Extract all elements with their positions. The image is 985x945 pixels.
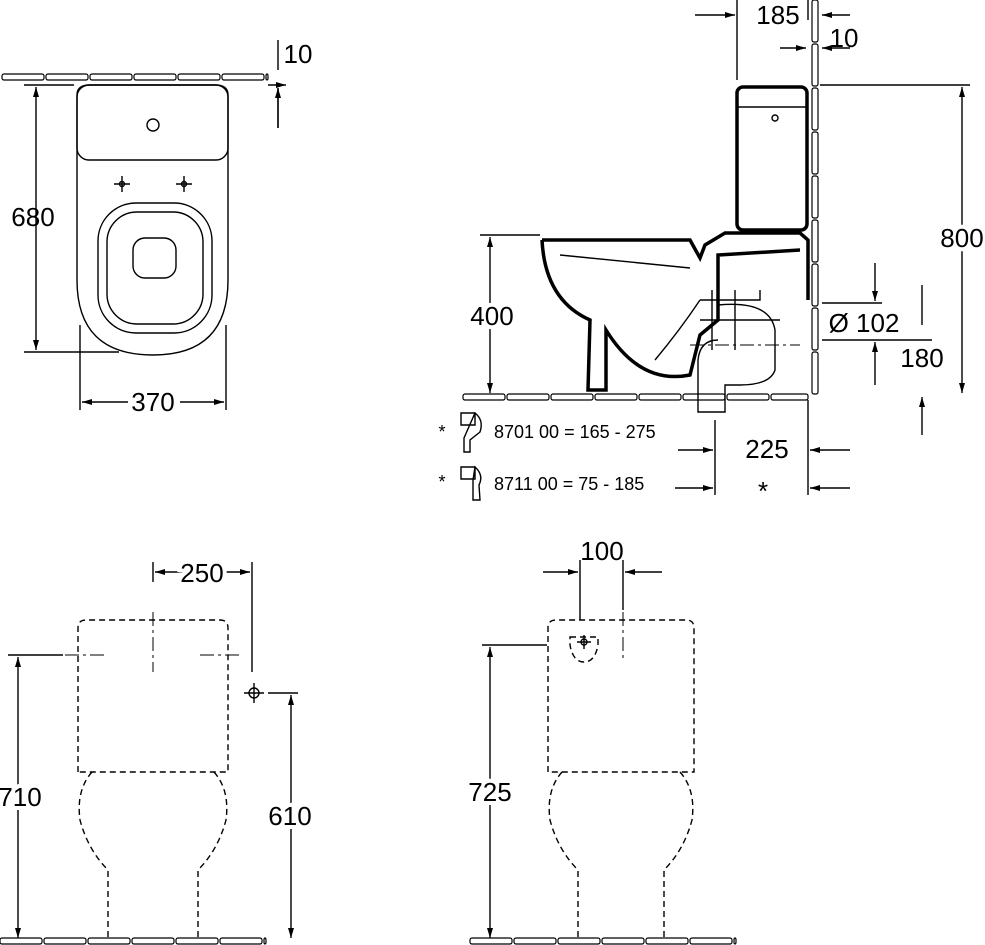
flush-button-icon [146,118,160,132]
dim-inlet-offset: 250 [180,558,223,588]
side-view: 185 10 800 400 Ø 102 180 225 * [462,0,985,506]
tile [557,937,601,945]
outlet-pipe [697,303,776,413]
dim-wall-gap: 10 [284,39,313,69]
dim-tank-depth: 185 [756,0,799,30]
tile [811,0,819,43]
rear-view: 100 725 [464,536,737,945]
tile [133,73,177,81]
tile [811,219,819,263]
flush-button-icon [771,114,779,122]
bowl-outline [548,771,694,938]
dim-height: 725 [468,777,511,807]
tile [506,393,550,401]
tile [811,263,819,307]
tile [601,937,645,945]
legend-text: 8701 00 = 165 - 275 [494,422,656,442]
bowl-opening [132,237,177,279]
wall-tiles [1,73,269,81]
tile [263,937,267,945]
tile [811,351,819,395]
floor-tiles [469,937,737,945]
dim-outlet-height: 180 [900,343,943,373]
tile [469,937,513,945]
tile [89,73,133,81]
inlet-recess [569,636,599,663]
cistern-outline [547,619,695,773]
tile [513,937,557,945]
fixing-point-icon [114,176,192,192]
tile [770,393,809,401]
dim-outlet-diameter: Ø 102 [829,308,900,338]
bowl-rim [542,231,810,300]
cistern-outline [77,619,229,773]
tile [43,937,87,945]
dim-fixing-spacing: 100 [580,536,623,566]
tile [219,937,263,945]
wall-tiles [811,0,819,395]
tile [221,73,265,81]
tile [87,937,131,945]
tile [177,73,221,81]
seat-outer [97,202,213,334]
tile [45,73,89,81]
floor-tiles [462,393,809,401]
outlet-legend: * 8701 00 = 165 - 275 * 8711 00 = 75 - 1… [438,411,656,501]
tile [462,393,506,401]
dim-inlet-height: 610 [268,801,311,831]
bowl-outline [78,771,228,938]
cistern [735,85,809,232]
tile [645,937,689,945]
tile [733,937,737,945]
tile [811,307,819,351]
cistern-lid [76,84,229,161]
bowl-outline [76,84,229,356]
tile [550,393,594,401]
tile [811,87,819,131]
s-trap-icon [460,465,482,501]
water-inlet-icon [244,683,264,703]
tile [638,393,682,401]
p-trap-icon [460,411,482,453]
legend-text: 8711 00 = 75 - 185 [494,474,644,494]
legend-marker: * [438,422,445,442]
tile [811,175,819,219]
dim-wall-gap-side: 10 [830,23,859,53]
dim-tank-height: 710 [0,782,42,812]
water-inlet-icon [577,635,591,649]
tile [175,937,219,945]
dim-seat-height: 400 [470,301,513,331]
dim-total-height: 800 [940,223,983,253]
top-view: 10 680 370 [1,39,313,417]
tile [265,73,269,81]
front-view: 250 710 610 [0,554,316,945]
tile [689,937,733,945]
tile [811,131,819,175]
bowl-body [540,239,801,392]
tile [726,393,770,401]
dim-outlet-distance: 225 [745,434,788,464]
dim-width: 370 [131,387,174,417]
tile [594,393,638,401]
tile [682,393,726,401]
tile [0,937,43,945]
tile [131,937,175,945]
tile [1,73,45,81]
tile [811,43,819,87]
legend-marker: * [438,472,445,492]
dim-depth: 680 [11,202,54,232]
dim-outlet-variable: * [758,476,768,506]
floor-tiles [0,937,267,945]
seat-inner [106,211,204,325]
